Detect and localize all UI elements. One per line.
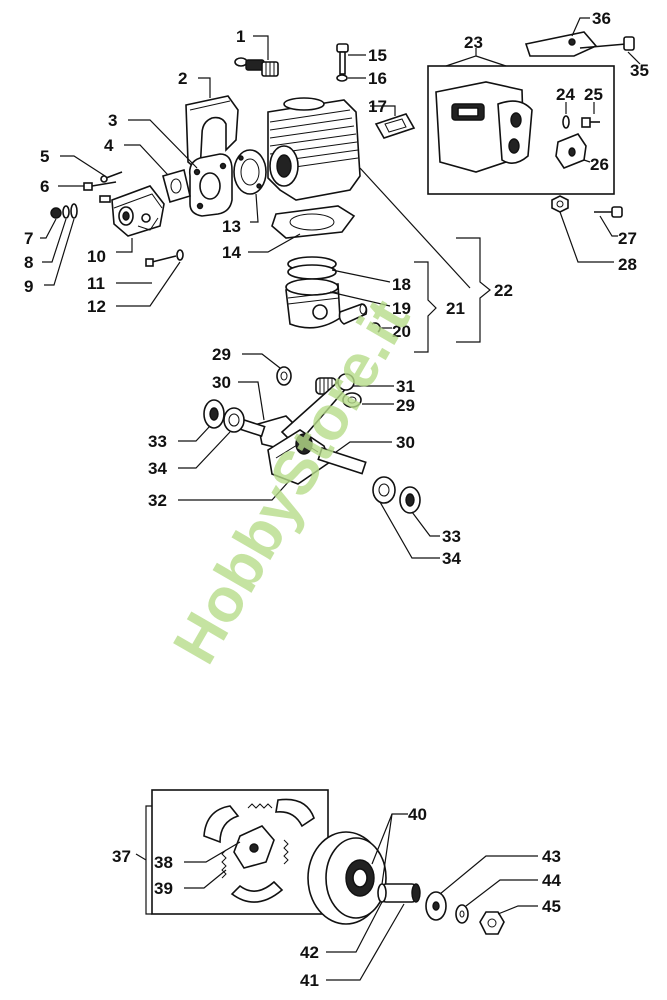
- label-37: 37: [112, 847, 131, 866]
- label-44: 44: [542, 871, 561, 890]
- label-7: 7: [24, 229, 33, 248]
- label-11: 11: [87, 274, 105, 293]
- cylinder-base-gasket: [271, 205, 356, 239]
- label-2: 2: [178, 69, 187, 88]
- main-bearing-left: [223, 407, 245, 433]
- intake-manifold: [188, 153, 233, 217]
- muffler: [435, 81, 533, 173]
- label-35: 35: [630, 61, 649, 80]
- label-45: 45: [542, 897, 561, 916]
- clutch-hub: [233, 825, 275, 869]
- muffler-screw-and-washer: [562, 115, 600, 129]
- label-17: 17: [368, 97, 387, 116]
- clutch-nut: [479, 911, 505, 935]
- label-33a: 33: [148, 432, 167, 451]
- muffler-support-bar: [524, 31, 598, 57]
- label-1: 1: [236, 27, 245, 46]
- main-bearing-seal-right: [399, 486, 421, 514]
- muffler-support-bolt: [579, 36, 635, 51]
- label-23: 23: [464, 33, 483, 52]
- carburetor-gasket: [162, 168, 191, 204]
- label-34b: 34: [442, 549, 461, 568]
- clutch-spring-upper: [247, 803, 273, 809]
- label-40: 40: [408, 805, 427, 824]
- piston-rings: [287, 256, 337, 280]
- label-29b: 29: [396, 396, 415, 415]
- label-9: 9: [24, 277, 33, 296]
- cylinder: [267, 97, 361, 201]
- label-43: 43: [542, 847, 561, 866]
- label-38: 38: [154, 853, 173, 872]
- label-14: 14: [222, 243, 241, 262]
- label-30b: 30: [396, 433, 415, 452]
- label-8: 8: [24, 253, 33, 272]
- label-22: 22: [494, 281, 513, 300]
- label-18: 18: [392, 275, 411, 294]
- clutch-shoe-upper-left: [203, 805, 240, 844]
- label-25: 25: [584, 85, 603, 104]
- label-20: 20: [392, 322, 411, 341]
- label-10: 10: [87, 247, 106, 266]
- label-6: 6: [40, 177, 49, 196]
- clutch-spring-right: [283, 839, 289, 865]
- label-16: 16: [368, 69, 387, 88]
- label-32: 32: [148, 491, 167, 510]
- label-30a: 30: [212, 373, 231, 392]
- muffler-nut: [551, 195, 569, 213]
- spark-plug: [234, 57, 279, 77]
- label-21: 21: [446, 299, 465, 318]
- carburetor-bolt: [83, 181, 117, 191]
- main-bearing-seal-left: [203, 399, 225, 429]
- muffler-bolt: [594, 206, 623, 218]
- label-41: 41: [300, 971, 319, 990]
- label-3: 3: [108, 111, 117, 130]
- carburetor: [99, 185, 165, 237]
- exhaust-gasket: [374, 113, 416, 139]
- intake-gasket: [233, 149, 267, 195]
- needle-bearing-clutch: [377, 883, 421, 903]
- washer-small: [455, 904, 469, 924]
- label-4: 4: [104, 136, 114, 155]
- clutch-spring-left: [221, 849, 227, 879]
- piston-pin: [338, 303, 368, 325]
- label-5: 5: [40, 147, 49, 166]
- thrust-washer-lower: [342, 392, 362, 408]
- label-33b: 33: [442, 527, 461, 546]
- label-31: 31: [396, 377, 415, 396]
- cylinder-bolt: [336, 43, 349, 82]
- washer-large: [425, 891, 447, 921]
- carburetor-screw-small: [100, 171, 123, 183]
- clutch-shoe-lower: [230, 880, 284, 903]
- clutch-drum: [307, 831, 387, 925]
- piston-pin-clip: [371, 322, 381, 333]
- label-36: 36: [592, 9, 611, 28]
- label-27: 27: [618, 229, 637, 248]
- label-42: 42: [300, 943, 319, 962]
- label-13: 13: [222, 217, 241, 236]
- label-34a: 34: [148, 459, 167, 478]
- nut-and-washers: [50, 203, 78, 219]
- label-28: 28: [618, 255, 637, 274]
- main-bearing-right: [372, 476, 396, 504]
- thrust-washer-upper: [276, 366, 292, 386]
- label-12: 12: [87, 297, 106, 316]
- piston: [285, 278, 341, 329]
- clutch-shoe-upper-right: [275, 798, 315, 828]
- needle-bearing: [315, 377, 337, 395]
- label-24: 24: [556, 85, 575, 104]
- label-15: 15: [368, 46, 387, 65]
- label-29: 29: [212, 345, 231, 364]
- cylinder-shroud: [185, 95, 239, 174]
- label-26: 26: [590, 155, 609, 174]
- label-19: 19: [392, 299, 411, 318]
- intake-bolt: [145, 249, 184, 267]
- label-39: 39: [154, 879, 173, 898]
